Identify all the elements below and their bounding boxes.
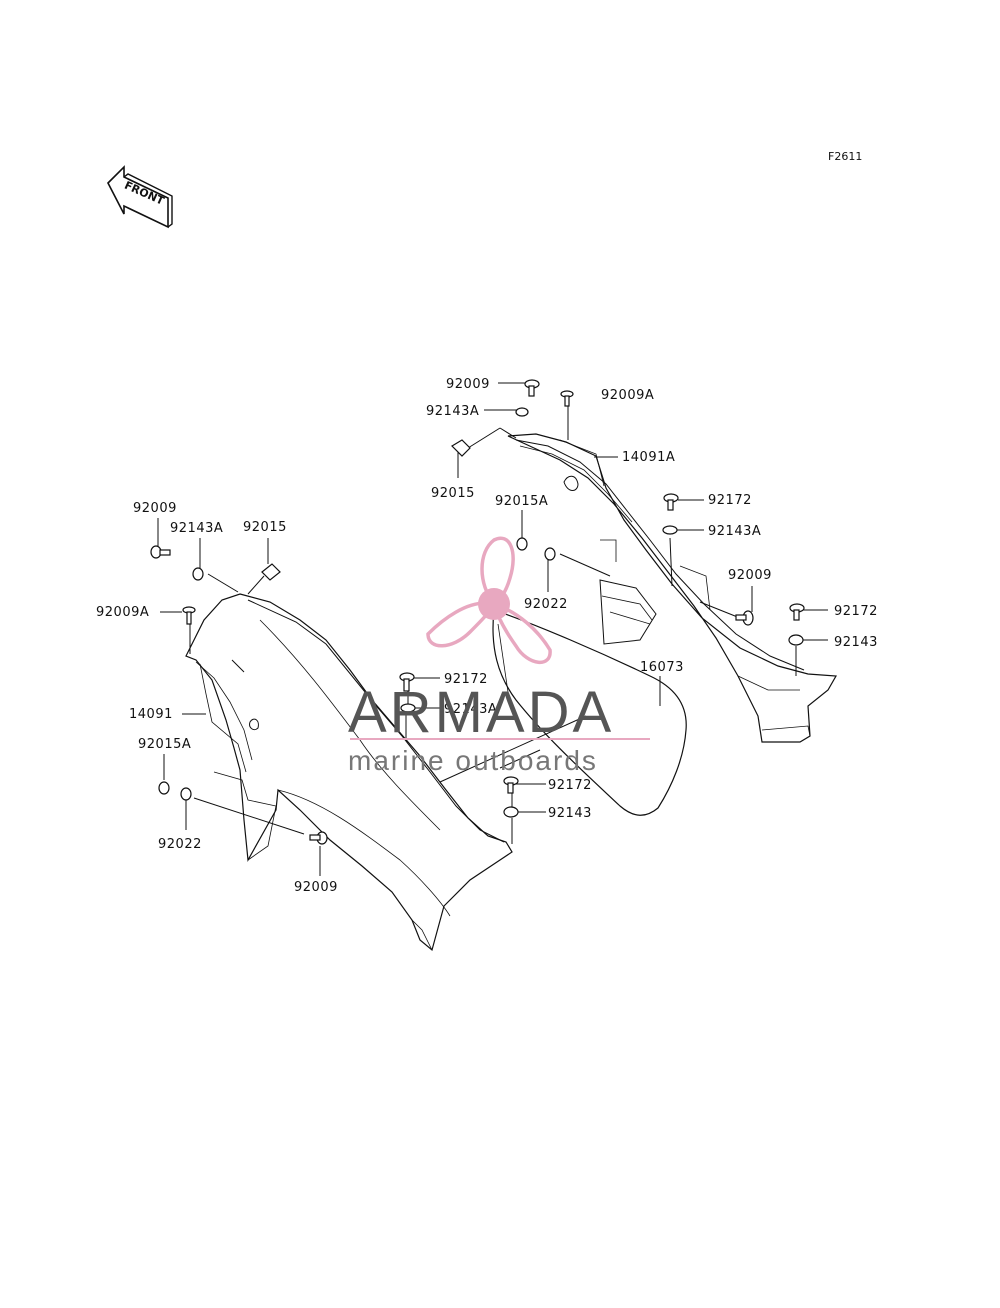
propeller-logo-icon [426,536,552,665]
label-92015a-top: 92015A [495,494,548,509]
nut-icon [158,781,170,795]
label-92009-left: 92009 [133,501,177,516]
label-92172-mid: 92172 [444,672,488,687]
bolt-icon [663,493,679,511]
label-92143-right: 92143 [834,635,878,650]
washer-icon [788,634,804,646]
label-92009a-left: 92009A [96,605,149,620]
label-92009a-top: 92009A [601,388,654,403]
label-92015-left: 92015 [243,520,287,535]
label-14091a: 14091A [622,450,675,465]
washer-icon [544,547,556,561]
clip-icon [451,439,471,457]
label-92172-low: 92172 [548,778,592,793]
washer-icon [400,703,416,713]
bolt-icon [309,831,328,845]
watermark-title: ARMADA [348,680,614,745]
bolt-icon [503,776,519,794]
label-92143-low: 92143 [548,806,592,821]
watermark-subtitle: marine outboards [348,745,598,776]
watermark-divider [350,738,650,740]
washer-icon [192,567,204,581]
bolt-icon [399,672,415,692]
washer-icon [180,787,192,801]
label-92015a-left: 92015A [138,737,191,752]
washer-icon [503,806,519,818]
label-92009-top: 92009 [446,377,490,392]
bolt-icon [789,603,805,621]
left-side-cover-14091 [185,593,513,952]
bolt-icon [150,545,171,559]
clip-icon [261,563,281,581]
label-92172-right-2: 92172 [834,604,878,619]
bolt-icon [560,390,574,407]
label-14091: 14091 [129,707,173,722]
bolt-icon [735,610,754,626]
label-92172-right-1: 92172 [708,493,752,508]
label-92022-top: 92022 [524,597,568,612]
bolt-icon [524,379,540,397]
label-16073: 16073 [640,660,684,675]
label-92143a-right: 92143A [708,524,761,539]
figure-reference: F2611 [828,150,862,163]
label-92143a-mid: 92143A [444,702,497,717]
label-92143a-top: 92143A [426,404,479,419]
front-arrow-icon: FRONT [107,165,173,229]
label-92009-right: 92009 [728,568,772,583]
nut-icon [516,537,528,551]
part-labels: 92009 92009A 92143A 14091A 92015 92015A … [96,377,878,895]
watermark: ARMADA marine outboards [348,536,650,776]
label-92009-bottom: 92009 [294,880,338,895]
washer-icon [515,407,529,417]
label-92143a-left: 92143A [170,521,223,536]
leader-lines [157,382,828,876]
label-92022-left: 92022 [158,837,202,852]
right-side-cover-14091a [507,433,837,743]
label-92015-top: 92015 [431,486,475,501]
hardware-parts [150,379,805,845]
bolt-icon [182,606,196,625]
washer-icon [662,525,678,535]
